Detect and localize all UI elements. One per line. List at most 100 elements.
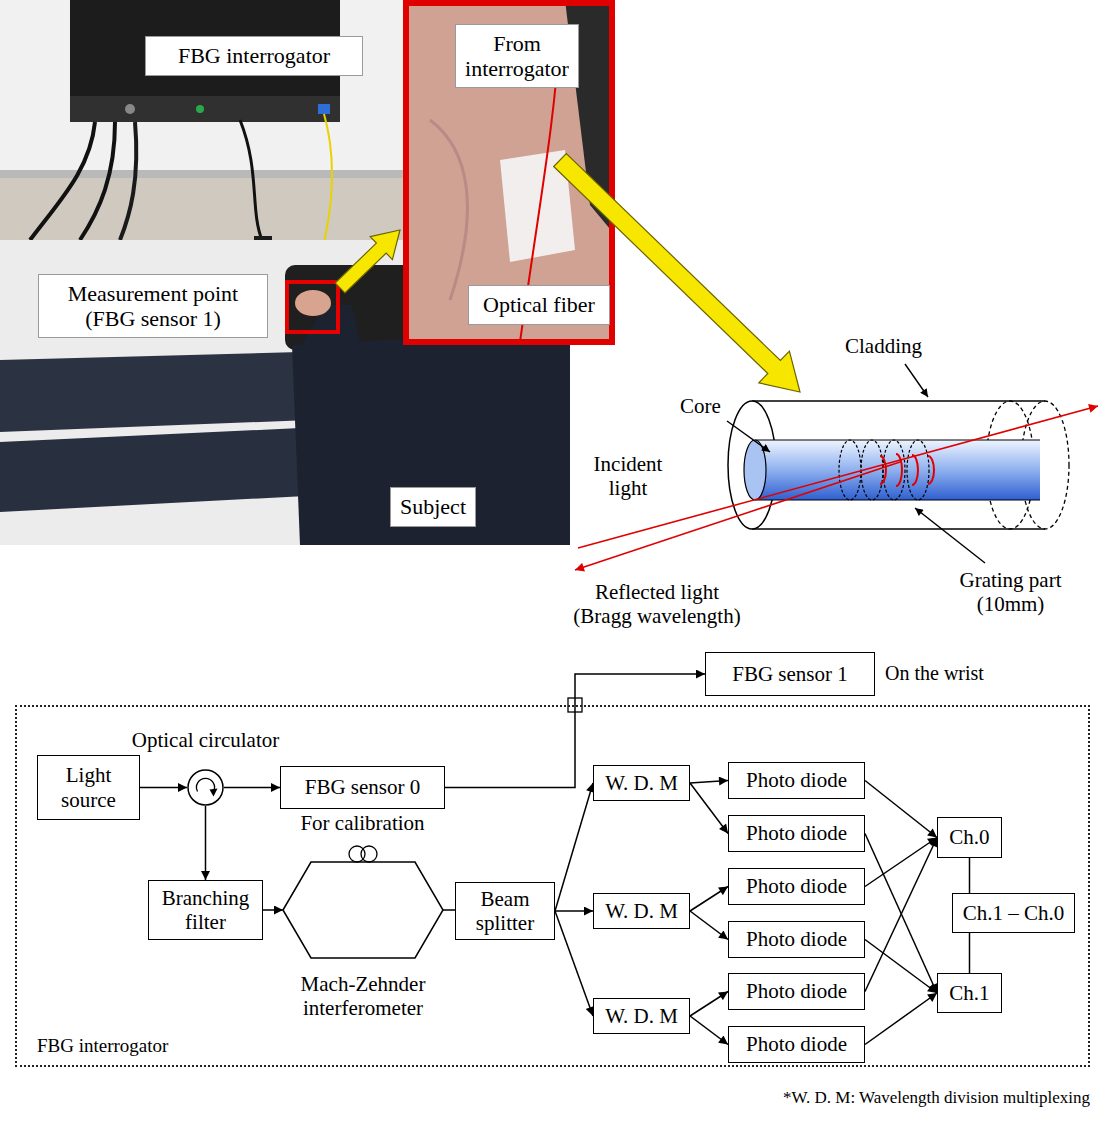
wdm-box: W. D. M [593,998,690,1034]
lamp [196,105,204,113]
cladding-edge [752,400,1045,402]
torso [292,330,570,545]
photodiode-box: Photo diode [728,1026,865,1063]
node-text: Photo diode [746,768,847,792]
connector [263,909,283,911]
text-slot: FBG interrogator [37,1035,168,1057]
node-text: Beam splitter [460,887,550,935]
part-label: Core [680,394,721,418]
reflection-wave [896,454,902,486]
node-text: Light source [49,763,129,811]
cladding-edge [752,528,1045,530]
leg [0,352,310,432]
label-slot: Reflected light (Bragg wavelength) [567,580,747,628]
circulator-symbol: Optical circulator [187,769,224,806]
part-label: Grating part (10mm) [948,568,1073,616]
light-label: Reflected light (Bragg wavelength) [567,580,747,628]
cladding-body [752,401,1045,529]
core-body [755,440,1040,500]
node-text: Optical fiber [483,292,595,317]
node-text: W. D. M [605,1004,678,1028]
connector [969,858,971,893]
label-slot: Grating part (10mm) [948,568,1073,616]
node-text: Ch.0 [949,825,989,849]
cable [30,122,95,240]
node-text: W. D. M [605,771,678,795]
node-text: Ch.1 – Ch.0 [963,901,1065,925]
core-end [744,440,766,500]
wdm-box: W. D. M [593,893,690,929]
circulator-outline [187,769,224,806]
photo-label: Optical fiber [468,285,610,325]
connector [865,781,937,838]
fiber-coil [361,846,377,862]
connector [969,933,971,973]
photo-label: Subject [390,487,476,527]
interferometer-arms [283,862,443,958]
hand [295,290,331,316]
interrogator-body [70,0,340,100]
cable [120,122,136,240]
connector [443,909,455,911]
node-text: Branching filter [153,886,258,934]
connector [140,787,187,789]
table-top [0,0,470,172]
connector [865,834,937,994]
channel-box: Ch.0 [937,817,1002,858]
core-edge [755,439,1040,440]
node-text: Subject [400,494,466,519]
node-text: Photo diode [746,979,847,1003]
knob [125,104,135,114]
node-text: Mach-Zehnder interferometer [283,972,443,1020]
leader-arrow [905,364,928,397]
text-slot: Mach-Zehnder interferometer [283,972,443,1020]
node-text: FBG interrogator [178,43,330,68]
reflection-wave [928,456,934,484]
cable [240,120,262,240]
part-label: Cladding [845,334,922,358]
node-text: FBG sensor 0 [305,775,421,799]
sensor-box: FBG sensor 1 [705,652,875,696]
connector [555,911,593,1016]
location-note: On the wrist [885,662,984,685]
connector [555,910,593,912]
interferometer-outline [283,862,443,958]
measurement-frame [287,282,338,332]
pointer-arrow [335,230,400,293]
reflection-wave [880,456,886,484]
filter-box: Branching filter [148,880,263,940]
photodiode-box: Photo diode [728,973,865,1010]
interferometer-symbol: Mach-Zehnder interferometer [283,862,443,958]
table-edge [0,170,470,178]
photodiode-box: Photo diode [728,921,865,958]
cable [80,122,115,240]
grating-plane [907,440,929,500]
node-text: Photo diode [746,874,847,898]
leader-arrow [915,508,985,563]
channel-box: Ch.1 [937,973,1002,1013]
wdm-box: W. D. M [593,765,690,801]
connector [690,1016,728,1045]
connector [690,992,728,1017]
label-slot: Incident light [585,452,671,500]
node-text: From interrogator [462,31,572,82]
label-slot: Core [680,394,721,418]
label-slot: Cladding [845,334,922,358]
vein [430,120,467,300]
connector [690,781,728,784]
leader-arrow [727,421,770,452]
text-slot: Optical circulator [132,728,280,752]
connector [224,787,280,789]
photo-label: Measurement point (FBG sensor 1) [38,274,268,338]
incident-ray [578,406,1098,548]
connector [690,911,728,940]
sensor-box: FBG sensor 0For calibration [280,766,445,809]
circulator-circle [188,770,223,805]
node-text: W. D. M [605,899,678,923]
grating-plane [839,440,861,500]
